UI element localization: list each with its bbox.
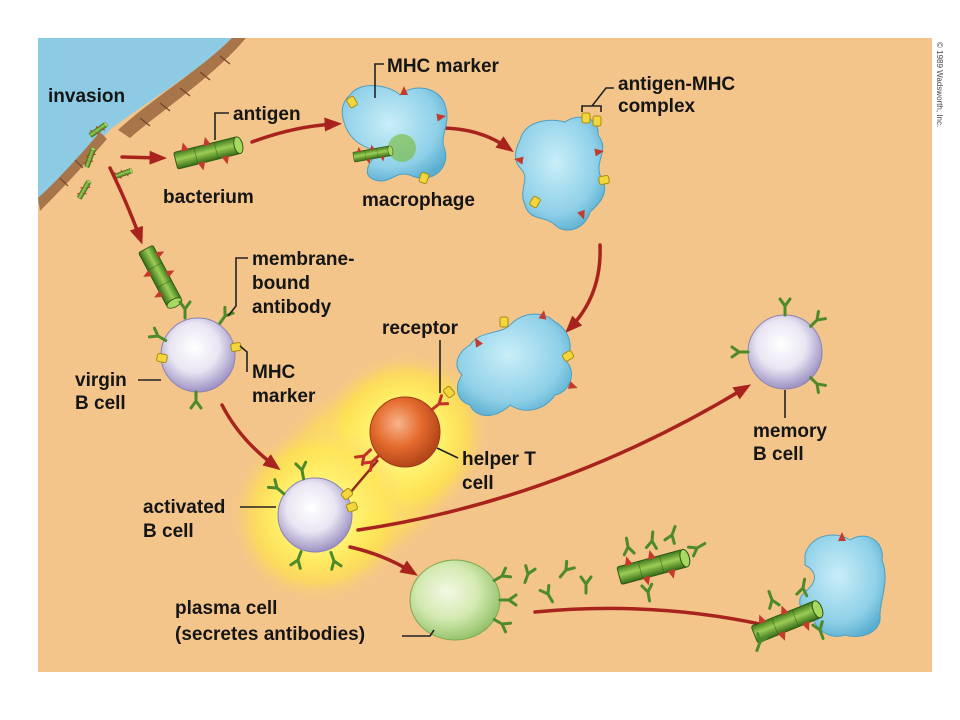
- arrow-activated-to-plasma: [348, 545, 418, 576]
- tissue-edge-upper: [118, 38, 246, 138]
- plasma-cell-body: [409, 559, 501, 641]
- macrophage-body: [456, 313, 573, 416]
- leader-plasma-cell: [402, 629, 435, 637]
- leader-helper-t-cell: [436, 447, 459, 459]
- b-cell-body: [160, 317, 236, 393]
- plasma-cell: [409, 559, 518, 641]
- arrow-invasion-to-bacterium: [120, 150, 167, 165]
- mhc-marker: [581, 112, 591, 124]
- b-cell-body: [277, 477, 353, 553]
- leader-membrane-bound-antibody: [227, 257, 248, 317]
- label-receptor: receptor: [382, 318, 459, 339]
- macrophage-presenting: [442, 309, 580, 416]
- mhc-marker: [597, 174, 611, 186]
- label-membrane-bound-antibody-line2: bound: [252, 273, 310, 294]
- copyright-text: © 1989 Wadsworth, Inc.: [935, 42, 944, 127]
- macrophage-body: [341, 85, 448, 182]
- label-helper-t-cell-line1: helper T: [462, 449, 536, 470]
- label-virgin-b-cell-line1: virgin: [75, 370, 127, 391]
- label-plasma-cell-line2: (secretes antibodies): [175, 624, 365, 645]
- tissue-fluid: [38, 38, 232, 205]
- macrophage-engulfing: [748, 532, 886, 654]
- label-memory-b-cell-line2: B cell: [753, 444, 804, 465]
- arrow-activated-to-memory: [356, 384, 751, 532]
- leader-lines: [138, 63, 786, 637]
- t-cell-body: [369, 396, 441, 468]
- helper-t-cell: [349, 394, 450, 494]
- arrow-plasma-to-macrophage: [533, 606, 785, 633]
- label-antigen-mhc-complex-line2: complex: [618, 96, 696, 117]
- mhc-marker: [229, 341, 243, 353]
- cell-link: [349, 459, 379, 494]
- label-antigen-mhc-complex-line1: antigen-MHC: [618, 74, 735, 95]
- label-activated-b-cell-line2: B cell: [143, 521, 194, 542]
- label-mhc-marker-line1: MHC: [252, 362, 296, 383]
- leader-mhc-marker: [239, 345, 248, 372]
- arrow-virgin-to-activated: [220, 403, 281, 471]
- arrow-complex-to-helper: [565, 243, 602, 334]
- leader-antigen: [214, 112, 229, 140]
- label-membrane-bound-antibody-line1: membrane-: [252, 249, 354, 270]
- macrophage-antigen-mhc-complex: [513, 112, 611, 231]
- label-activated-b-cell-line1: activated: [143, 497, 225, 518]
- activated-b-cell: [266, 460, 359, 571]
- label-mhc-marker-top: MHC marker: [387, 56, 500, 77]
- virgin-b-cell: [147, 300, 243, 410]
- mhc-marker: [499, 316, 509, 328]
- label-membrane-bound-antibody-line3: antibody: [252, 297, 332, 318]
- leader-antigen-mhc-complex: [581, 87, 614, 112]
- process-arrows: [108, 117, 785, 633]
- memory-b-cell: [730, 297, 827, 394]
- label-plasma-cell-line1: plasma cell: [175, 598, 277, 619]
- label-antigen: antigen: [233, 104, 301, 125]
- label-helper-t-cell-line2: cell: [462, 473, 494, 494]
- labels: invasion antigen bacterium MHC marker ma…: [48, 56, 827, 645]
- label-invasion: invasion: [48, 86, 125, 107]
- label-mhc-marker-line2: marker: [252, 386, 316, 407]
- engulfed-antigen: [388, 134, 416, 162]
- label-macrophage: macrophage: [362, 190, 475, 211]
- mhc-marker: [155, 352, 169, 364]
- label-bacterium: bacterium: [163, 187, 254, 208]
- label-virgin-b-cell-line2: B cell: [75, 393, 126, 414]
- tissue-hatching: [59, 55, 231, 187]
- mhc-marker: [592, 115, 602, 127]
- arrow-bacterium-to-macrophage: [250, 117, 342, 144]
- label-memory-b-cell-line1: memory: [753, 421, 827, 442]
- leader-mhc-marker-top: [374, 63, 384, 98]
- macrophage: [341, 85, 448, 185]
- invasion-tissue: [38, 38, 246, 211]
- arrow-macrophage-to-complex: [438, 126, 514, 153]
- arrow-invasion-to-b-cell: [108, 166, 143, 245]
